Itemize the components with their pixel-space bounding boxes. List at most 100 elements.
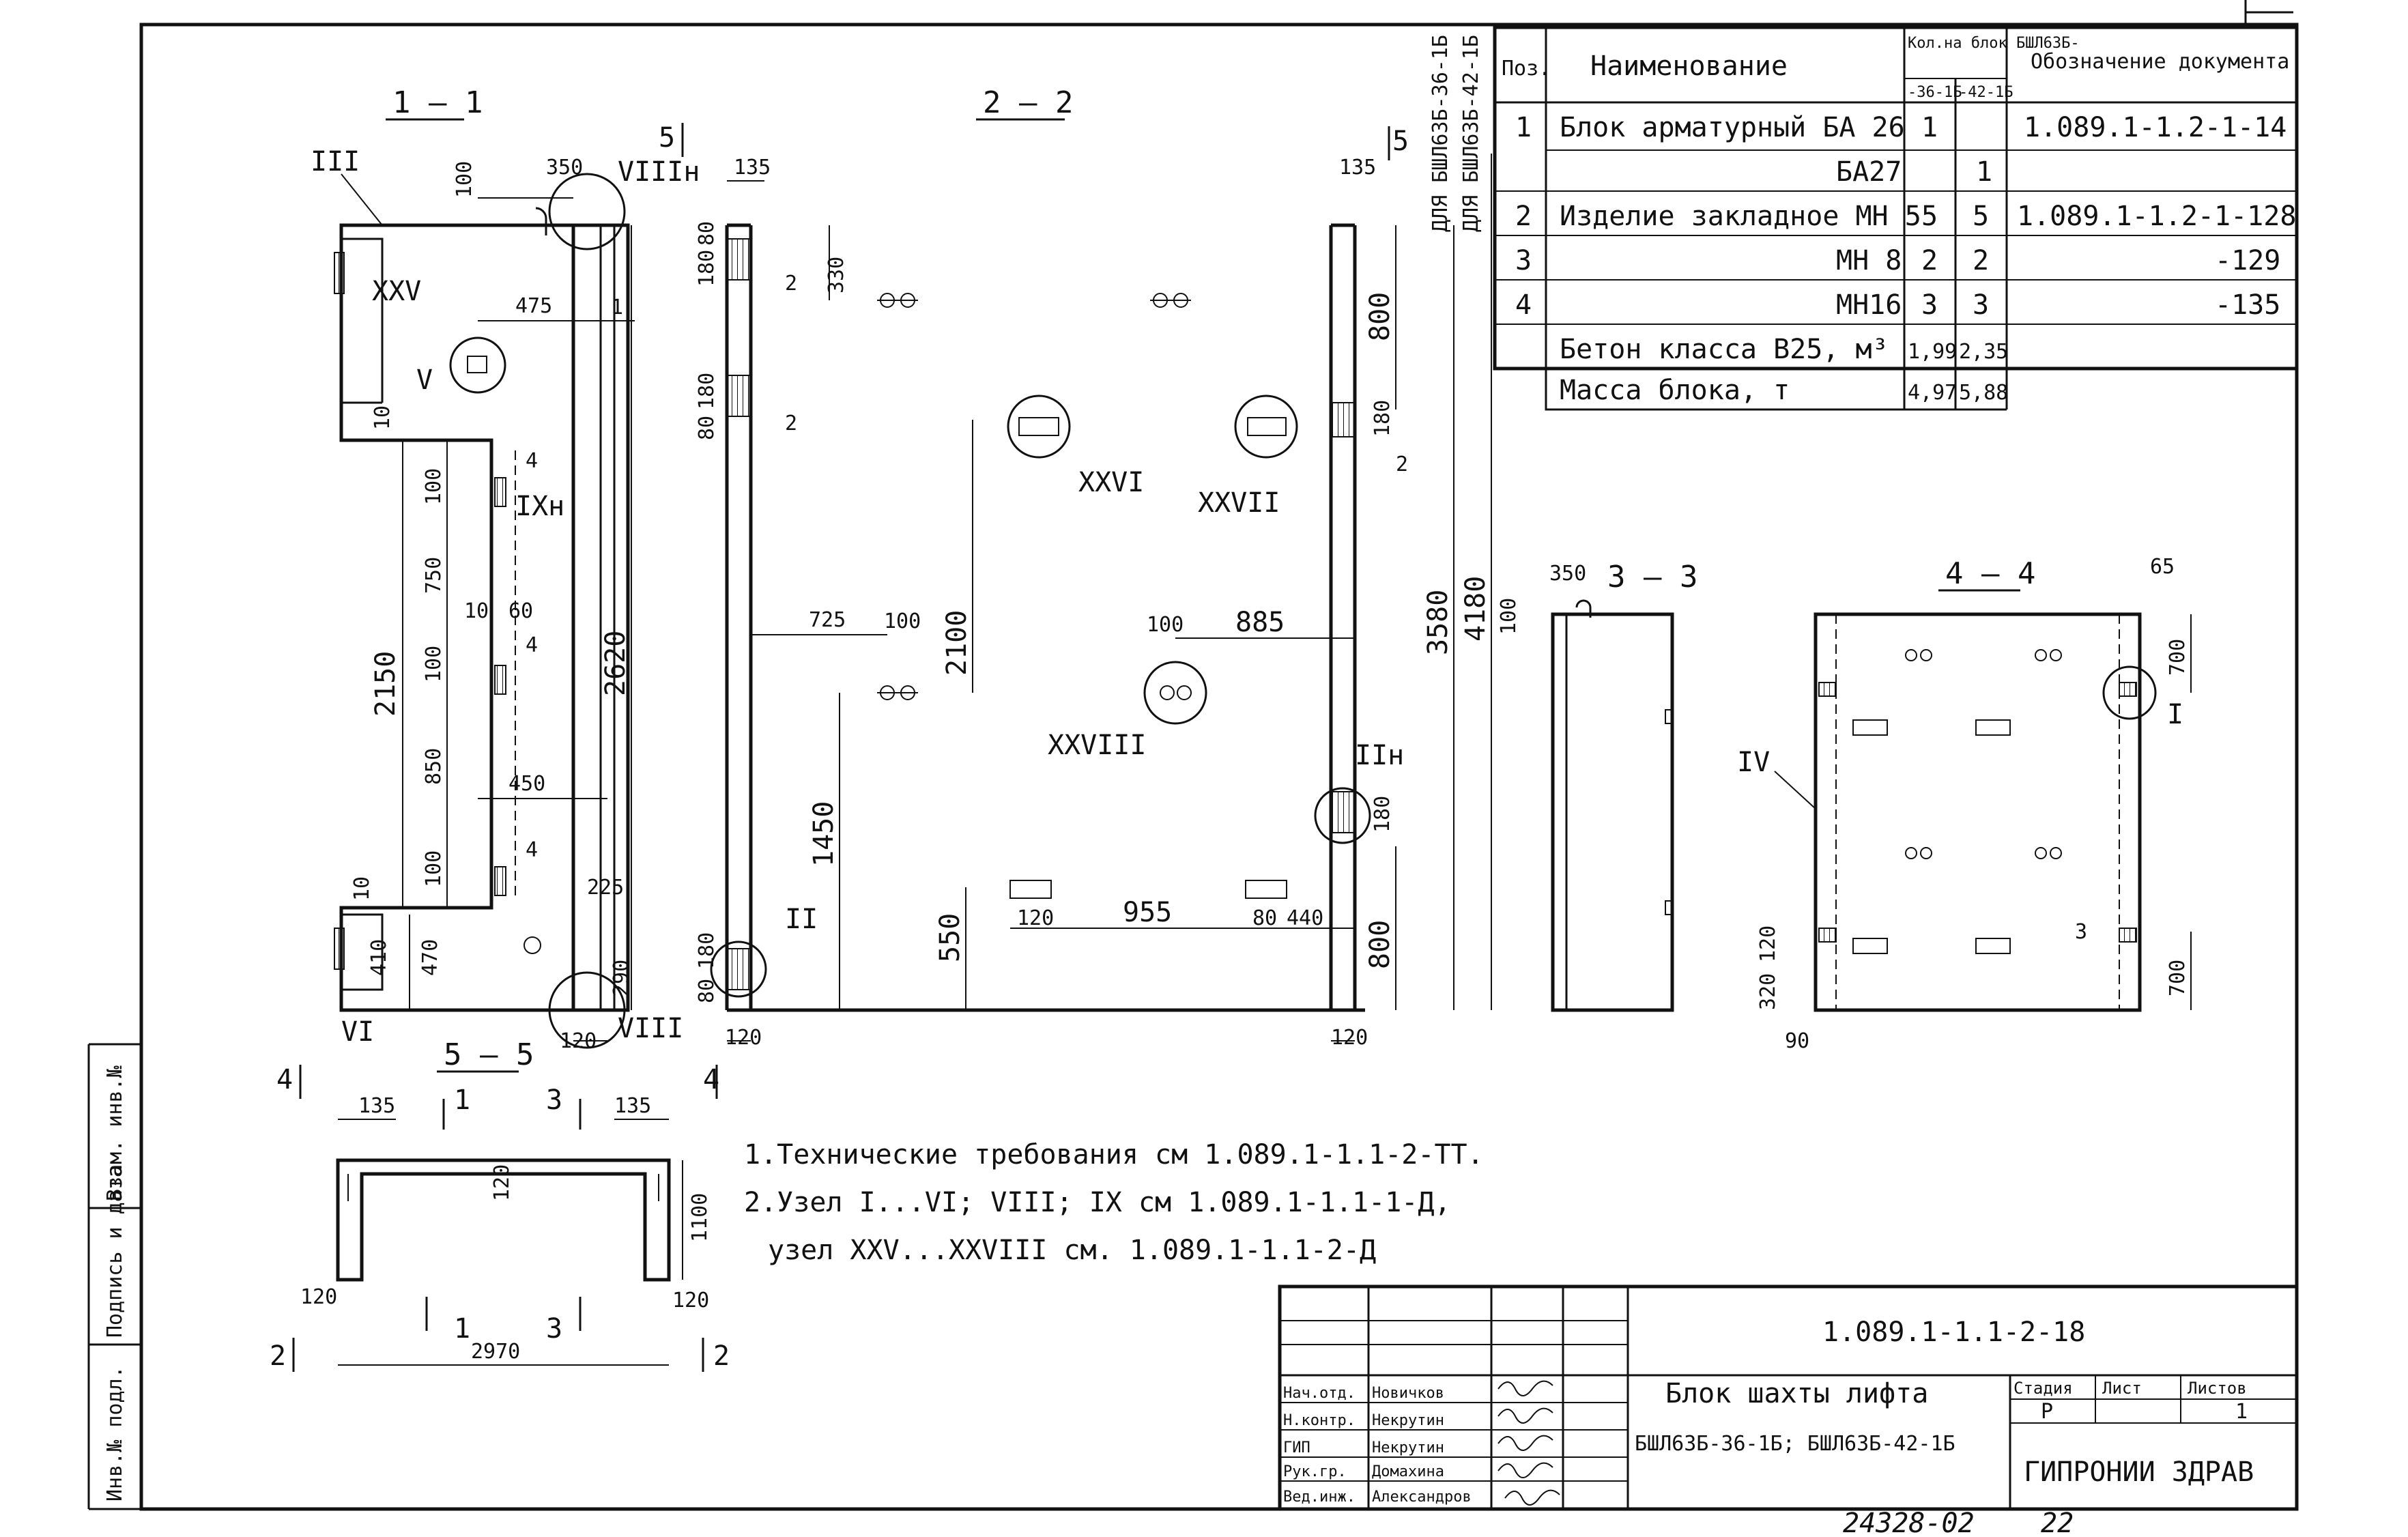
cut-5a: 5 <box>659 122 675 154</box>
dim-470: 470 <box>418 939 442 976</box>
spec-row2-name: БА27 <box>1836 156 1902 188</box>
dim-80c: 80 <box>695 979 719 1003</box>
note-2: 2.Узел I...VI; VIII; IX см 1.089.1-1.1-1… <box>744 1187 1451 1218</box>
dim-120e: 120 <box>1756 925 1780 962</box>
dim-180e: 180 <box>1371 796 1394 833</box>
stage-value: Р <box>2041 1400 2053 1424</box>
spec-row1-name: Блок арматурный БА 26 <box>1560 112 1905 143</box>
dim-10: 10 <box>371 405 395 430</box>
spec-row7-name: Масса блока, т <box>1560 375 1790 406</box>
dim-4180: 4180 <box>1460 576 1491 642</box>
dim-120c: 120 <box>1017 906 1054 930</box>
dim-2970: 2970 <box>471 1340 520 1364</box>
pos-2a: 2 <box>785 272 797 296</box>
role-5: Вед.инж. <box>1283 1489 1356 1506</box>
spec-row4-b: 2 <box>1973 245 1989 276</box>
dim-80a: 80 <box>695 221 719 246</box>
spec-row3-pos: 2 <box>1515 201 1532 232</box>
spec-row5-b: 3 <box>1973 289 1989 321</box>
spec-row6-name: Бетон класса В25, м³ <box>1560 334 1889 365</box>
title-block: 1.089.1-1.1-2-18 Блок шахты лифта БШЛ63Б… <box>1278 1284 2299 1511</box>
node-I: I <box>2167 699 2183 730</box>
plan-embedded-items <box>1818 649 2137 954</box>
node-III: III <box>311 146 360 177</box>
spec-row3-a: 5 <box>1921 201 1938 232</box>
loop-marks <box>877 293 1191 700</box>
dim-120b: 120 <box>725 1026 762 1050</box>
dim-10b: 10 <box>464 599 489 623</box>
node-IXn: IXн <box>515 491 564 522</box>
role-4: Рук.гр. <box>1283 1463 1347 1480</box>
dim-180d: 180 <box>1371 400 1394 437</box>
margin-inv-label: Инв.№ подл. <box>103 1366 127 1502</box>
pos-2c: 2 <box>1396 453 1408 476</box>
organization: ГИПРОНИИ ЗДРАВ <box>2024 1456 2254 1488</box>
dim-1100: 1100 <box>688 1193 712 1242</box>
dim-135a: 135 <box>734 156 771 179</box>
spec-row6-a: 1,99 <box>1908 340 1957 364</box>
spec-row3-doc: 1.089.1-1.2-1-128 <box>2017 201 2296 232</box>
footer: 24328-02 22 <box>1843 1508 2074 1537</box>
notes: 1.Технические требования см 1.089.1-1.1-… <box>744 1139 1484 1266</box>
dim-550: 550 <box>934 913 966 962</box>
dim-475: 475 <box>515 294 552 318</box>
dim-120g: 120 <box>300 1285 337 1309</box>
dim-135b: 135 <box>1339 156 1376 179</box>
dim-180c: 180 <box>695 932 719 969</box>
dim-700a: 700 <box>2166 639 2190 676</box>
dim-120a: 120 <box>560 1029 597 1053</box>
node-XXVII: XXVII <box>1198 487 1280 519</box>
node-VI: VI <box>341 1016 374 1048</box>
dim-100g: 100 <box>1497 598 1521 635</box>
spec-head-doc: Обозначение документа <box>2031 50 2289 74</box>
left-margin-stamp: Инв.№ подл. Подпись и дата Взам. инв.№ <box>103 1065 127 1502</box>
dim-1b: 1 <box>454 1313 470 1345</box>
name-4: Домахина <box>1372 1463 1444 1480</box>
page-number: 22 <box>2041 1508 2074 1537</box>
sheets-header: Листов <box>2188 1379 2247 1398</box>
dim-100e: 100 <box>884 609 921 633</box>
dim-100b: 100 <box>422 468 446 505</box>
section-3-3: 3 – 3 350 100 <box>1497 560 1697 1012</box>
dim-450: 450 <box>508 772 545 796</box>
dim-120d: 120 <box>1331 1026 1368 1050</box>
section-4-4: 4 – 4 65 700 120 320 700 90 IV I <box>1737 555 2192 1053</box>
dim-410: 410 <box>367 939 391 976</box>
spec-head-pos: Поз. <box>1502 57 1551 81</box>
section-title-5-5: 5 – 5 <box>444 1037 534 1072</box>
dim-350b: 350 <box>1549 562 1586 586</box>
spec-row5-name: МН16 <box>1836 289 1902 321</box>
dim-225: 225 <box>587 876 624 900</box>
spec-head-qty-a: -36-1Б <box>1908 84 1962 101</box>
dim-2100: 2100 <box>941 610 973 676</box>
name-1: Новичков <box>1372 1385 1444 1402</box>
section-1-1: 1 – 1 350 100 475 10 2150 100 <box>311 85 700 1053</box>
spec-head-qty: Кол.на блок БШЛ63Б- <box>1908 35 2080 52</box>
spec-row1-doc: 1.089.1-1.2-1-14 <box>2024 112 2287 143</box>
spec-row1-pos: 1 <box>1515 112 1532 143</box>
cut-2b: 2 <box>713 1340 730 1372</box>
spec-row3-name: Изделие закладное МН 5 <box>1560 201 1921 232</box>
dim-60: 60 <box>508 599 533 623</box>
dim-100f: 100 <box>1147 613 1184 637</box>
node-IIn: IIн <box>1355 740 1404 771</box>
section-title-3-3: 3 – 3 <box>1607 560 1697 594</box>
dim-885: 885 <box>1235 607 1285 638</box>
spec-head-name: Наименование <box>1590 51 1788 82</box>
label-bshl-42: ДЛЯ БШЛ63Б-42-1Б <box>1459 35 1483 232</box>
doc-title-2: БШЛ63Б-36-1Б; БШЛ63Б-42-1Б <box>1635 1432 1955 1456</box>
dim-2150: 2150 <box>370 651 401 717</box>
dim-120h: 120 <box>672 1289 709 1312</box>
dim-850: 850 <box>422 748 446 785</box>
cut-2a: 2 <box>270 1340 286 1372</box>
dim-100: 100 <box>453 161 476 198</box>
node-II: II <box>785 904 818 935</box>
dim-1450: 1450 <box>808 801 840 867</box>
role-2: Н.контр. <box>1283 1412 1356 1429</box>
dim-3b: 3 <box>546 1313 562 1345</box>
dim-180b: 180 <box>695 373 719 410</box>
name-3: Некрутин <box>1372 1439 1444 1456</box>
spec-row6-b: 2,35 <box>1959 340 2008 364</box>
doc-title-1: Блок шахты лифта <box>1665 1378 1928 1409</box>
